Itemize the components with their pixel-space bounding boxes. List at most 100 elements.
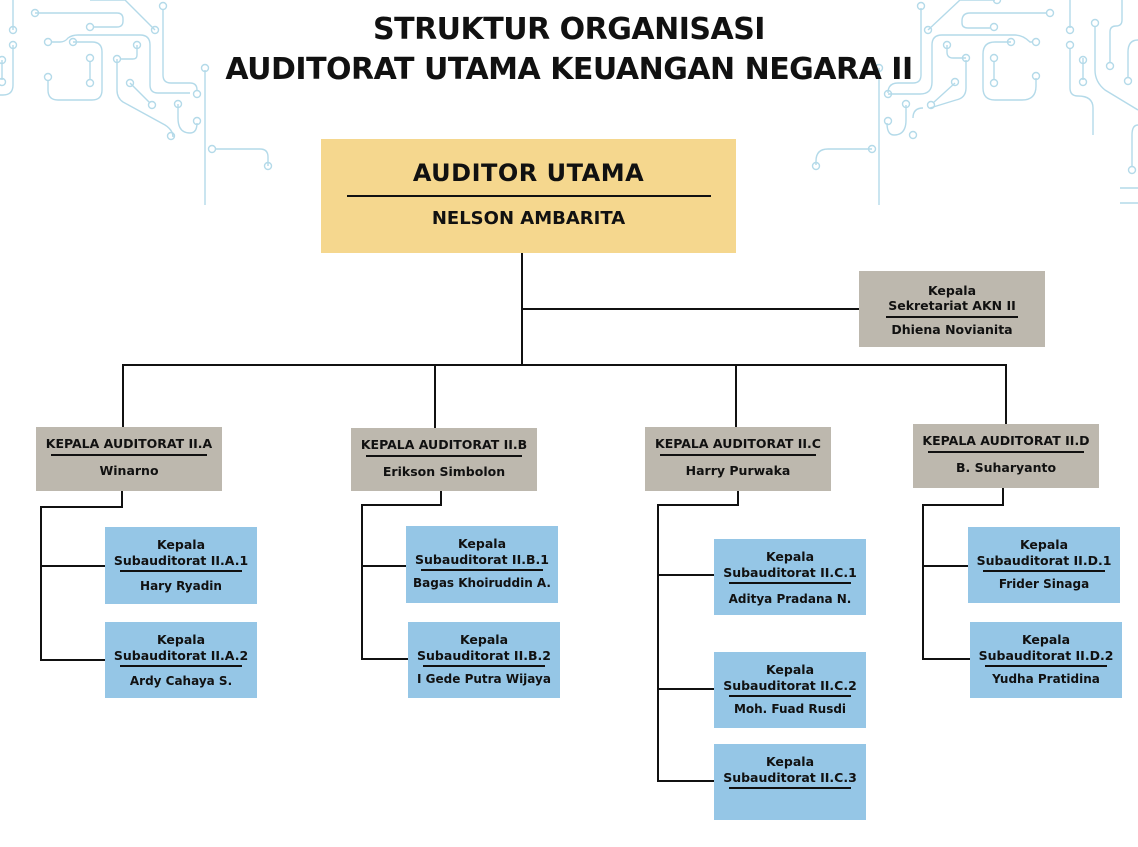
connector-d-cross bbox=[922, 504, 1004, 506]
auditorat-name: Harry Purwaka bbox=[685, 463, 791, 478]
connector-c-sub3 bbox=[657, 780, 714, 782]
divider bbox=[366, 455, 522, 457]
connector-drop-c bbox=[735, 364, 737, 428]
sub-role-line2: Subauditorat II.B.1 bbox=[415, 551, 549, 567]
connector-a-spine bbox=[40, 506, 42, 660]
sub-name: Yudha Pratidina bbox=[992, 672, 1100, 686]
sub-role-line2: Subauditorat II.C.2 bbox=[723, 677, 857, 693]
auditorat-box-c: KEPALA AUDITORAT II.C Harry Purwaka bbox=[645, 427, 831, 491]
auditor-utama-box: AUDITOR UTAMA NELSON AMBARITA bbox=[321, 139, 736, 253]
divider bbox=[421, 569, 543, 571]
auditorat-name: Erikson Simbolon bbox=[382, 464, 506, 479]
connector-drop-d bbox=[1005, 364, 1007, 425]
divider bbox=[120, 570, 242, 572]
secretariat-role: Kepala Sekretariat AKN II bbox=[888, 283, 1016, 313]
sub-role-line2: Subauditorat II.B.2 bbox=[417, 647, 551, 663]
connector-d-spine bbox=[922, 504, 924, 659]
divider bbox=[346, 195, 711, 197]
sub-name: Moh. Fuad Rusdi bbox=[733, 702, 847, 716]
connector-b-spine bbox=[361, 504, 363, 659]
sub-role-line2: Subauditorat II.D.2 bbox=[978, 647, 1114, 663]
sub-role-line2: Subauditorat II.A.2 bbox=[113, 647, 249, 663]
sub-role-line2: Subauditorat II.C.1 bbox=[723, 564, 857, 580]
connector-b-sub2 bbox=[361, 658, 408, 660]
connector-drop-b bbox=[434, 364, 436, 428]
auditorat-role: KEPALA AUDITORAT II.C bbox=[655, 436, 821, 451]
auditorat-box-d: KEPALA AUDITORAT II.D B. Suharyanto bbox=[913, 424, 1099, 488]
sub-role-line1: Kepala bbox=[156, 632, 206, 647]
sub-role-line1: Kepala bbox=[156, 537, 206, 552]
auditorat-role: KEPALA AUDITORAT II.D bbox=[922, 433, 1090, 448]
connector-a-sub2 bbox=[40, 659, 105, 661]
auditorat-box-a: KEPALA AUDITORAT II.A Winarno bbox=[36, 427, 222, 491]
divider bbox=[729, 695, 851, 697]
divider bbox=[729, 582, 851, 584]
sub-name: Bagas Khoiruddin A. bbox=[413, 576, 551, 590]
sub-role-line2: Subauditorat II.C.3 bbox=[723, 769, 857, 785]
sub-role-line2: Subauditorat II.A.1 bbox=[113, 552, 249, 568]
connector-a-cross bbox=[40, 506, 123, 508]
sub-role-line1: Kepala bbox=[765, 754, 815, 769]
sub-role-line1: Kepala bbox=[1019, 537, 1069, 552]
sub-role-line1: Kepala bbox=[765, 549, 815, 564]
auditorat-name: B. Suharyanto bbox=[955, 460, 1057, 475]
connector-drop-a bbox=[122, 364, 124, 428]
divider bbox=[928, 451, 1084, 453]
secretariat-role-line1: Kepala bbox=[927, 283, 977, 298]
connector-b-cross bbox=[361, 504, 442, 506]
sub-role-line1: Kepala bbox=[457, 536, 507, 551]
sub-role-line1: Kepala bbox=[765, 662, 815, 677]
head-role: AUDITOR UTAMA bbox=[412, 159, 645, 187]
auditorat-name: Winarno bbox=[99, 463, 159, 478]
divider bbox=[886, 316, 1018, 318]
sub-role-line1: Kepala bbox=[459, 632, 509, 647]
head-name: NELSON AMBARITA bbox=[431, 208, 626, 229]
divider bbox=[51, 454, 207, 456]
connector-c-spine bbox=[657, 504, 659, 781]
secretariat-name: Dhiena Novianita bbox=[891, 322, 1013, 337]
divider bbox=[983, 570, 1105, 572]
connector-c-down bbox=[737, 490, 739, 505]
connector-d-down bbox=[1002, 488, 1004, 505]
connector-secretariat bbox=[522, 308, 860, 310]
divider bbox=[985, 665, 1107, 667]
connector-b-sub1 bbox=[361, 565, 406, 567]
connector-auditorat-bus bbox=[122, 364, 1007, 366]
sub-name: Ardy Cahaya S. bbox=[129, 674, 233, 688]
page-title-line1: STRUKTUR ORGANISASI bbox=[373, 12, 765, 47]
sub-role-line2: Subauditorat II.D.1 bbox=[976, 552, 1112, 568]
connector-b-down bbox=[440, 490, 442, 505]
sub-role-line1: Kepala bbox=[1021, 632, 1071, 647]
auditorat-role: KEPALA AUDITORAT II.A bbox=[45, 436, 213, 451]
divider bbox=[660, 454, 816, 456]
sub-name: Aditya Pradana N. bbox=[728, 592, 852, 606]
secretariat-role-line2: Sekretariat AKN II bbox=[888, 298, 1016, 313]
connector-a-down bbox=[121, 490, 123, 507]
connector-d-sub2 bbox=[922, 658, 970, 660]
sub-name: Hary Ryadin bbox=[140, 579, 222, 593]
sub-name: Frider Sinaga bbox=[998, 577, 1090, 591]
connector-c-cross bbox=[657, 504, 739, 506]
auditorat-box-b: KEPALA AUDITORAT II.B Erikson Simbolon bbox=[351, 428, 537, 491]
divider bbox=[120, 665, 242, 667]
secretariat-box: Kepala Sekretariat AKN II Dhiena Noviani… bbox=[859, 271, 1045, 347]
divider bbox=[729, 787, 851, 789]
